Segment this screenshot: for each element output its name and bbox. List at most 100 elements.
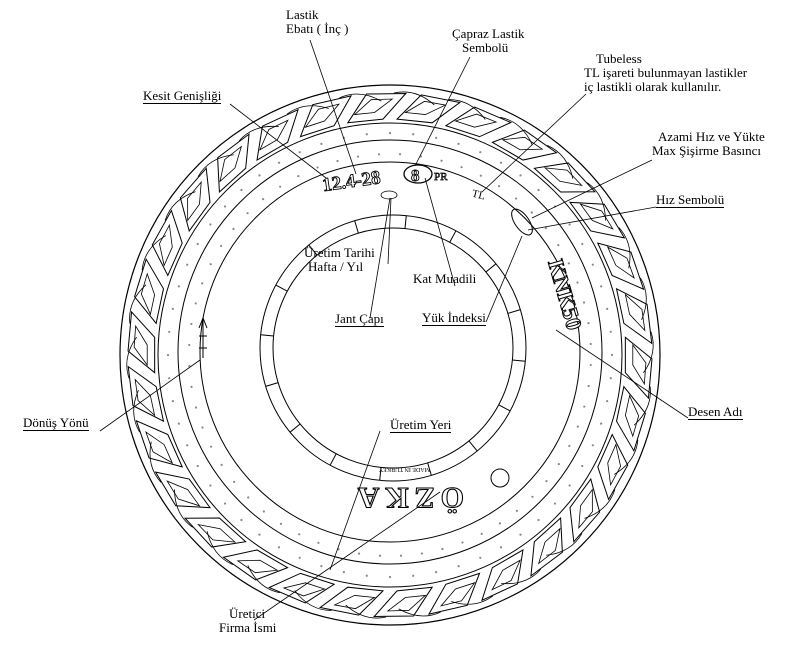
vent-dot — [600, 285, 603, 288]
vent-dot — [606, 307, 609, 310]
vent-dot — [171, 307, 174, 310]
rim-tick — [265, 382, 279, 387]
tread-lug-opening — [333, 595, 376, 610]
rim-tick — [329, 453, 337, 466]
label-uretim-tarihi: Üretim Tarihi Hafta / Yıl — [304, 245, 375, 274]
dot-code-oval — [511, 208, 533, 236]
vent-dot — [581, 242, 584, 246]
leader-line — [527, 206, 657, 231]
rim-tick — [507, 309, 521, 314]
vent-dot — [190, 385, 193, 389]
leader-line — [253, 491, 441, 621]
vent-dot — [537, 518, 540, 522]
leader-line — [99, 359, 201, 432]
label-tubeless: Tubeless TL işareti bulunmayan lastikler… — [584, 51, 748, 94]
vent-dot — [388, 131, 392, 135]
vent-dot — [600, 422, 603, 425]
tread-lug-opening — [606, 246, 635, 280]
vent-dot — [201, 282, 204, 285]
vent-dot — [435, 136, 438, 139]
vent-dot — [609, 330, 612, 333]
vent-dot — [545, 480, 548, 483]
vent-dot — [258, 533, 261, 536]
tread-lug — [346, 92, 407, 124]
vent-dot — [168, 377, 171, 380]
tread-groove — [633, 386, 651, 426]
vent-dot — [209, 223, 212, 226]
leader-line — [555, 329, 689, 419]
vent-dot — [262, 197, 265, 201]
vent-dot — [610, 353, 614, 357]
label-kat-muadili: Kat Muadili — [413, 271, 477, 286]
tread-lug-opening — [353, 98, 394, 116]
vent-dot — [499, 161, 503, 164]
leader-line — [414, 56, 471, 167]
vent-dot — [479, 151, 482, 154]
vent-dot — [277, 161, 281, 164]
vent-dot — [232, 480, 236, 483]
tread-lug-opening — [219, 145, 243, 183]
vent-dot — [606, 400, 609, 403]
vent-dot — [568, 484, 571, 487]
vent-dot — [240, 518, 243, 522]
label-capraz-lastik: Çapraz Lastik Sembolü — [452, 26, 525, 55]
sidewall-band-inner — [199, 161, 581, 543]
tread-lug-opening — [187, 180, 202, 222]
tread-lug — [568, 201, 626, 239]
label-kesit-genisligi: Kesit Genişliği — [143, 88, 222, 104]
vent-dot — [591, 263, 594, 266]
vent-dot — [609, 377, 612, 380]
vent-dot — [377, 153, 381, 156]
vent-dot — [177, 285, 180, 288]
vent-dot — [461, 541, 464, 544]
vent-dot — [186, 263, 189, 266]
tread-groove — [643, 331, 654, 374]
tread-groove — [451, 595, 494, 605]
vent-dot — [298, 533, 301, 536]
tread-groove — [129, 284, 147, 324]
rim-flange-inner — [272, 227, 514, 469]
rim-flange-outer — [259, 214, 527, 482]
label-yuk-indeksi: Yük İndeksi — [422, 310, 486, 326]
vent-dot — [194, 302, 197, 305]
vent-dot — [277, 546, 281, 549]
vent-dot — [279, 522, 283, 525]
vent-dot — [519, 174, 522, 177]
tread-lug-opening — [159, 223, 173, 267]
tread-lug-opening — [134, 378, 156, 417]
vent-dot — [210, 445, 213, 448]
tread-lug-opening — [454, 113, 498, 128]
tread-groove — [247, 565, 280, 594]
vent-dot — [519, 533, 522, 536]
sidewall-band-outer — [177, 139, 603, 565]
tread-lug-opening — [624, 293, 646, 332]
tread-lug — [217, 133, 250, 194]
vent-dot — [240, 188, 243, 192]
tread-lugs — [126, 91, 654, 619]
tread-groove — [286, 105, 329, 115]
tread-lug-opening — [386, 594, 427, 612]
vent-dot — [188, 364, 191, 368]
vent-dot — [196, 242, 199, 246]
tread-lug — [135, 419, 184, 468]
leader-line — [329, 430, 381, 571]
tread-lug — [444, 106, 513, 138]
tread-lug — [624, 336, 653, 400]
tread-lug — [134, 257, 165, 325]
vent-dot — [246, 212, 249, 215]
vent-dot — [460, 166, 463, 169]
vent-dot — [297, 175, 300, 178]
tread-lug-opening — [439, 582, 476, 607]
tread-lug-opening — [166, 480, 201, 507]
leader-line — [387, 197, 392, 265]
rim-tick — [260, 334, 274, 337]
rim-tick — [449, 230, 457, 243]
vent-dot — [342, 571, 345, 574]
leader-lines — [99, 39, 689, 621]
label-uretici: Üretici Firma İsmi — [219, 606, 277, 635]
vent-dot — [553, 502, 557, 505]
vent-dot — [186, 444, 189, 447]
vent-dot — [223, 502, 227, 505]
vent-dot — [298, 556, 301, 559]
tread-lug — [127, 310, 156, 374]
